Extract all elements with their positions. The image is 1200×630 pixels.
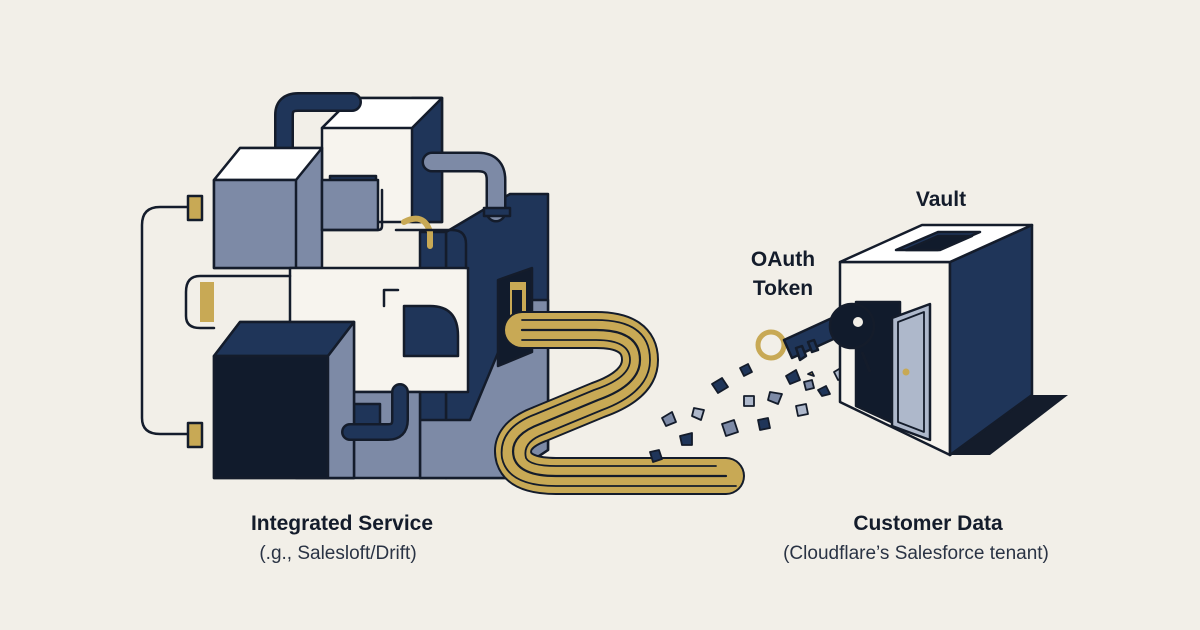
- customer-data-title: Customer Data: [853, 512, 1003, 535]
- vault-box-icon: [838, 223, 1068, 457]
- integrated-service-subtitle: (.g., Salesloft/Drift): [259, 543, 417, 564]
- data-fragments: [649, 363, 861, 463]
- oauth-token-label-line1: OAuth: [750, 248, 816, 271]
- data-stream: [494, 311, 745, 495]
- vault-label: Vault: [915, 188, 967, 211]
- integrated-service-machine: [140, 92, 550, 480]
- integrated-service-title: Integrated Service: [250, 512, 434, 535]
- customer-data-subtitle: (Cloudflare’s Salesforce tenant): [783, 543, 1049, 564]
- key-icon: [755, 302, 876, 373]
- oauth-token-label-line2: Token: [752, 277, 814, 300]
